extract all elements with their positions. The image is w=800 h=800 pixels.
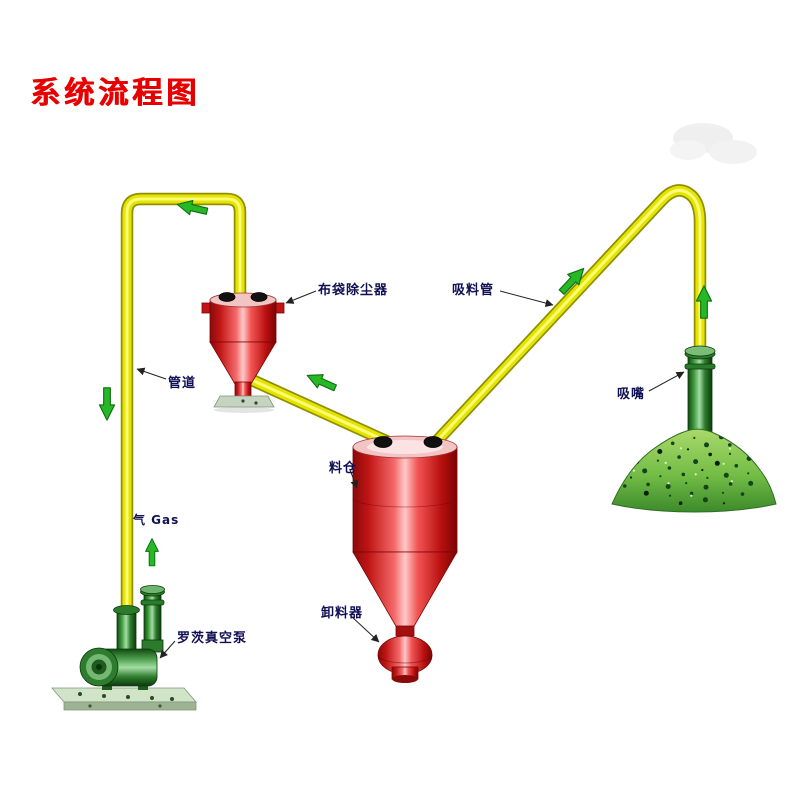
page-title: 系统流程图 — [30, 76, 200, 111]
nozzle-leader-line — [648, 371, 685, 392]
filter-to-silo-pipe — [247, 374, 393, 448]
suction-nozzle — [684, 345, 716, 443]
watermark-smudge — [670, 123, 757, 164]
dust-collector-label: 布袋除尘器 — [318, 283, 389, 298]
material-pile — [611, 428, 777, 513]
pipe-label: 管道 — [168, 376, 197, 391]
discharger-label: 卸料器 — [321, 606, 364, 621]
leader-lines — [136, 290, 685, 659]
main-return-pipe — [120, 192, 247, 621]
vacuum-pump-label: 罗茨真空泵 — [177, 631, 248, 646]
pump-leader-line — [159, 640, 176, 659]
pipe-leader-line — [136, 367, 167, 380]
discharger — [377, 625, 433, 683]
suction-pipe — [429, 184, 707, 449]
vacuum-pump — [51, 585, 197, 711]
flow-arrow-to-filter — [303, 368, 339, 395]
gas-label: 气 Gas — [133, 513, 180, 527]
suction-pipe-leader-line — [499, 290, 554, 307]
dust-collector-leader-line — [285, 290, 317, 304]
suction-pipe-label: 吸料管 — [452, 283, 495, 298]
gas-exhaust-arrow — [145, 538, 159, 567]
suction-nozzle-label: 吸嘴 — [617, 387, 646, 402]
silo-label: 料仓 — [329, 461, 358, 476]
discharger-leader-line — [350, 615, 380, 643]
pile-speckles — [618, 434, 770, 506]
silo — [352, 435, 458, 629]
flow-arrow-down — [98, 387, 116, 421]
silo-leader-line — [349, 469, 359, 489]
dust-collector — [201, 292, 285, 413]
